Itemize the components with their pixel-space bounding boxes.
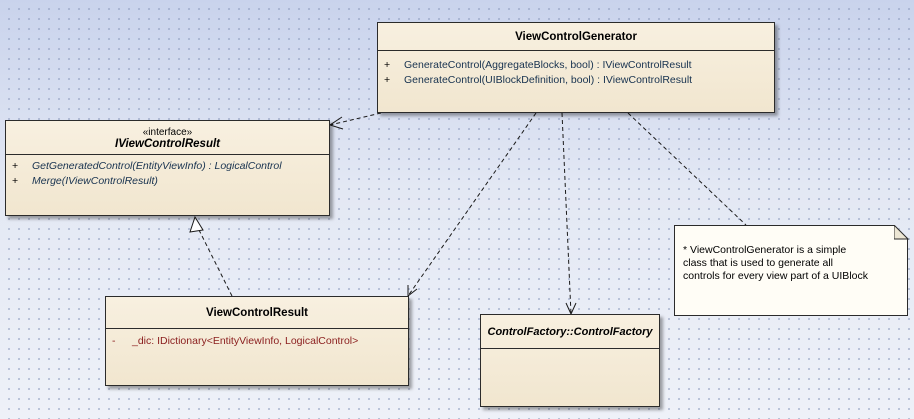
class-header: ViewControlResult (106, 297, 408, 329)
dependency-generator-to-result (407, 112, 537, 297)
operation-signature: GenerateControl(UIBlockDefinition, bool)… (404, 74, 693, 86)
attributes-compartment: - _dic: IDictionary<EntityViewInfo, Logi… (106, 329, 408, 349)
arrowhead-iresult (328, 116, 344, 130)
note-link (627, 112, 747, 226)
operation-row: + GenerateControl(UIBlockDefinition, boo… (384, 73, 774, 88)
dependency-generator-to-factory (561, 112, 572, 315)
operations-compartment: + GetGeneratedControl(EntityViewInfo) : … (6, 155, 329, 189)
visibility-marker: + (12, 160, 19, 172)
class-name: IViewControlResult (115, 138, 220, 150)
visibility-marker: + (384, 59, 391, 71)
dependency-generator-to-iresult (329, 112, 382, 126)
operation-row: + GenerateControl(AggregateBlocks, bool)… (384, 58, 774, 73)
realization-triangle (189, 215, 204, 233)
visibility-marker: + (384, 74, 391, 86)
class-header: ControlFactory::ControlFactory (481, 315, 659, 349)
realization-result-to-iresult (194, 221, 233, 297)
operation-row: + GetGeneratedControl(EntityViewInfo) : … (12, 159, 329, 174)
operation-signature: Merge(IViewControlResult) (32, 175, 158, 187)
interface-iview-control-result[interactable]: «interface» IViewControlResult + GetGene… (5, 120, 330, 216)
class-header: ViewControlGenerator (378, 23, 774, 51)
visibility-marker: + (12, 175, 19, 187)
note-folded-corner (894, 225, 909, 240)
operation-signature: GenerateControl(AggregateBlocks, bool) :… (404, 59, 692, 71)
class-name: ViewControlGenerator (515, 31, 637, 43)
note-line: * ViewControlGenerator is a simple (683, 244, 847, 256)
class-header: «interface» IViewControlResult (6, 121, 329, 155)
attribute-row: - _dic: IDictionary<EntityViewInfo, Logi… (112, 334, 408, 349)
class-view-control-generator[interactable]: ViewControlGenerator + GenerateControl(A… (377, 22, 775, 113)
visibility-marker: - (112, 335, 116, 347)
operations-compartment: + GenerateControl(AggregateBlocks, bool)… (378, 51, 774, 88)
operation-row: + Merge(IViewControlResult) (12, 174, 329, 189)
arrowhead-result (407, 285, 418, 298)
class-name: ControlFactory::ControlFactory (487, 326, 653, 338)
note-line: controls for every view part of a UIBloc… (683, 270, 868, 282)
class-control-factory[interactable]: ControlFactory::ControlFactory (480, 314, 660, 407)
class-name: ViewControlResult (205, 307, 309, 319)
note-line: class that is used to generate all (683, 257, 834, 269)
attribute-signature: _dic: IDictionary<EntityViewInfo, Logica… (132, 335, 359, 347)
note[interactable]: * ViewControlGenerator is a simple class… (674, 225, 908, 316)
operation-signature: GetGeneratedControl(EntityViewInfo) : Lo… (32, 160, 282, 172)
class-view-control-result[interactable]: ViewControlResult - _dic: IDictionary<En… (105, 296, 409, 386)
stereotype-label: «interface» (142, 127, 193, 138)
